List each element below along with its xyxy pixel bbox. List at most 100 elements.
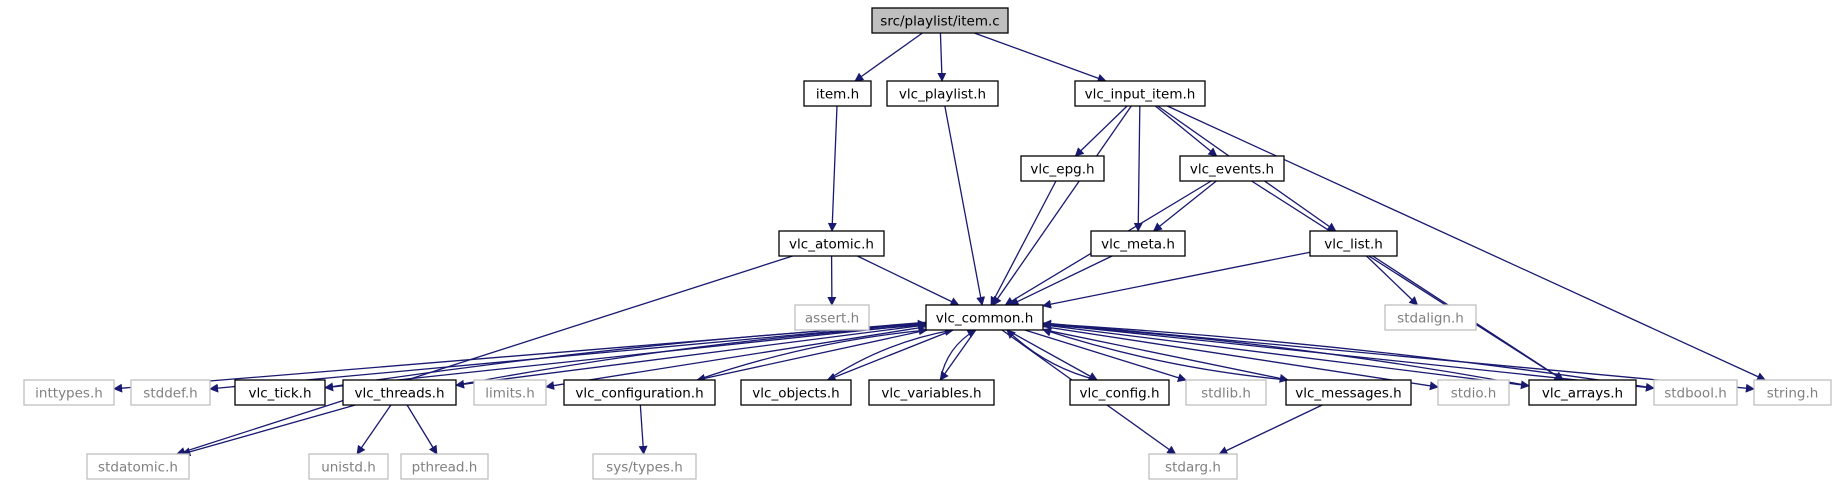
node-label: vlc_list.h <box>1324 237 1383 253</box>
node-sys-types-h: sys/types.h <box>592 453 697 480</box>
node-label: vlc_epg.h <box>1030 162 1094 178</box>
include-edge-vlc_common_h-to-vlc_config_h <box>1006 329 1098 381</box>
node-label: stdatomic.h <box>98 460 178 476</box>
node-box <box>868 379 995 406</box>
include-edge-vlc_common_h-to-vlc_objects_h <box>826 329 954 382</box>
include-edge-vlc_messages_h-to-vlc_common_h <box>1042 327 1288 381</box>
include-edge-vlc_events_h-to-vlc_arrays_h <box>1251 180 1564 381</box>
include-edge-vlc_threads_h-to-pthread_h <box>406 404 438 455</box>
node-stdalign-h: stdalign.h <box>1384 304 1477 331</box>
node-box <box>1074 80 1206 107</box>
include-edge-vlc_input_item_h-to-vlc_events_h <box>1154 105 1218 157</box>
node-label: vlc_messages.h <box>1295 386 1401 402</box>
node-box <box>1285 379 1412 406</box>
include-edge-vlc_objects_h-to-vlc_common_h <box>827 326 954 381</box>
node-unistd-h: unistd.h <box>308 453 389 480</box>
node-string-h: string.h <box>1753 379 1832 406</box>
node-vlc-common-h[interactable]: vlc_common.h <box>925 304 1044 331</box>
node-label: item.h <box>816 87 859 103</box>
node-box <box>86 453 190 480</box>
include-edge-item_c-to-vlc_input_item_h <box>974 32 1107 83</box>
node-box <box>130 379 211 406</box>
node-vlc-tick-h[interactable]: vlc_tick.h <box>234 379 326 406</box>
node-pthread-h: pthread.h <box>400 453 489 480</box>
node-item-h[interactable]: item.h <box>803 80 872 107</box>
node-label: vlc_events.h <box>1190 162 1274 178</box>
node-stdatomic-h: stdatomic.h <box>86 453 190 480</box>
node-vlc-list-h[interactable]: vlc_list.h <box>1309 230 1398 257</box>
node-vlc-epg-h[interactable]: vlc_epg.h <box>1020 155 1105 182</box>
include-edge-vlc_atomic_h-to-vlc_common_h <box>857 255 960 306</box>
node-label: limits.h <box>485 386 535 402</box>
node-label: vlc_objects.h <box>752 386 839 402</box>
include-edge-item_c-to-vlc_playlist_h <box>937 32 947 82</box>
node-label: vlc_meta.h <box>1101 237 1175 253</box>
node-vlc-variables-h[interactable]: vlc_variables.h <box>868 379 995 406</box>
node-box <box>1090 230 1186 257</box>
node-box <box>794 304 870 331</box>
node-vlc-configuration-h[interactable]: vlc_configuration.h <box>563 379 716 406</box>
node-label: inttypes.h <box>35 386 103 402</box>
include-edge-vlc_input_item_h-to-string_h <box>1167 105 1767 381</box>
node-vlc-threads-h[interactable]: vlc_threads.h <box>342 379 457 406</box>
include-edge-vlc_common_h-to-stdlib_h <box>1024 329 1187 382</box>
node-box <box>1309 230 1398 257</box>
node-vlc-messages-h[interactable]: vlc_messages.h <box>1285 379 1412 406</box>
include-edge-vlc_epg_h-to-vlc_common_h <box>990 180 1057 306</box>
node-label: unistd.h <box>321 460 376 476</box>
node-label: string.h <box>1767 386 1819 402</box>
include-edge-vlc_common_h-to-vlc_threads_h <box>455 324 927 389</box>
include-edge-vlc_list_h-to-vlc_common_h <box>1042 251 1311 309</box>
include-edge-vlc_variables_h-to-vlc_common_h <box>939 329 977 381</box>
include-edge-vlc_common_h-to-vlc_tick_h <box>324 323 927 392</box>
node-item-c[interactable]: src/playlist/item.c <box>871 7 1009 34</box>
node-vlc-meta-h[interactable]: vlc_meta.h <box>1090 230 1186 257</box>
include-edge-vlc_list_h-to-stdalign_h <box>1366 255 1419 306</box>
node-stddef-h: stddef.h <box>130 379 211 406</box>
include-edge-vlc_common_h-to-vlc_configuration_h <box>696 329 928 383</box>
node-box <box>1179 155 1285 182</box>
include-edge-vlc_meta_h-to-vlc_common_h <box>1009 255 1113 306</box>
node-label: vlc_config.h <box>1079 386 1159 402</box>
node-box <box>740 379 852 406</box>
node-vlc-atomic-h[interactable]: vlc_atomic.h <box>778 230 885 257</box>
node-label: vlc_arrays.h <box>1542 386 1623 402</box>
node-stdbool-h: stdbool.h <box>1653 379 1738 406</box>
node-box <box>1528 379 1637 406</box>
node-inttypes-h: inttypes.h <box>23 379 115 406</box>
include-edge-vlc_configuration_h-to-vlc_common_h <box>696 326 928 381</box>
node-label: vlc_input_item.h <box>1085 87 1196 103</box>
node-box <box>1020 155 1105 182</box>
node-label: stdio.h <box>1451 386 1497 402</box>
node-box <box>1384 304 1477 331</box>
node-box <box>308 453 389 480</box>
node-label: stdlib.h <box>1201 386 1251 402</box>
node-box <box>234 379 326 406</box>
node-vlc-arrays-h[interactable]: vlc_arrays.h <box>1528 379 1637 406</box>
node-box <box>803 80 872 107</box>
node-label: stdarg.h <box>1165 460 1221 476</box>
include-edge-vlc_playlist_h-to-vlc_common_h <box>944 105 986 306</box>
node-vlc-config-h[interactable]: vlc_config.h <box>1069 379 1170 406</box>
node-box <box>23 379 115 406</box>
include-edge-vlc_configuration_h-to-sys_types_h <box>638 404 648 455</box>
node-box <box>1148 453 1238 480</box>
include-edge-vlc_messages_h-to-stdarg_h <box>1218 404 1323 455</box>
node-vlc-input-item-h[interactable]: vlc_input_item.h <box>1074 80 1206 107</box>
node-stdarg-h: stdarg.h <box>1148 453 1238 480</box>
include-edge-vlc_atomic_h-to-stdatomic_h <box>176 255 793 456</box>
node-label: assert.h <box>805 311 859 327</box>
node-vlc-playlist-h[interactable]: vlc_playlist.h <box>886 80 999 107</box>
node-box <box>400 453 489 480</box>
node-vlc-events-h[interactable]: vlc_events.h <box>1179 155 1285 182</box>
node-label: vlc_atomic.h <box>789 237 874 253</box>
node-vlc-objects-h[interactable]: vlc_objects.h <box>740 379 852 406</box>
node-label: vlc_configuration.h <box>575 386 703 402</box>
include-edge-item_h-to-vlc_atomic_h <box>827 105 838 232</box>
node-box <box>778 230 885 257</box>
node-box <box>1437 379 1510 406</box>
node-box <box>871 7 1009 34</box>
include-edge-vlc_common_h-to-vlc_messages_h <box>1042 328 1289 383</box>
